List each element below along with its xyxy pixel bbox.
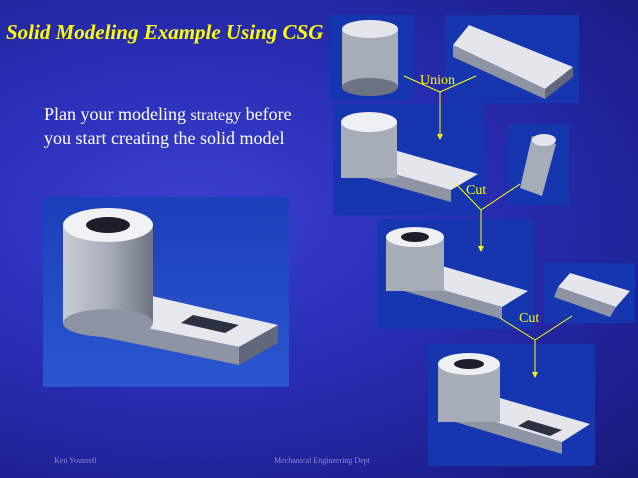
slide-title: Solid Modeling Example Using CSG <box>6 20 324 44</box>
footer-department: Mechanical Engineering Dept <box>274 456 370 465</box>
box-image <box>445 15 579 103</box>
slot-block-image <box>544 263 635 323</box>
footer-author: Ken Youssefi <box>54 456 97 465</box>
cut-cylinder-image <box>508 124 569 205</box>
cut-label-2: Cut <box>519 311 540 326</box>
cylinder-image <box>330 15 414 101</box>
final-part-large-image <box>43 197 289 387</box>
body-rest: before you start creating the solid mode… <box>44 104 292 148</box>
slide-body-text: Plan your modeling strategy before you s… <box>44 103 304 150</box>
union-result-image <box>333 104 484 215</box>
body-small: strategy <box>190 107 242 124</box>
final-part-small-image <box>428 344 595 466</box>
cut-label-1: Cut <box>466 183 487 198</box>
body-main: Plan your modeling <box>44 104 186 124</box>
union-label: Union <box>420 73 455 88</box>
cut1-result-image <box>378 219 533 329</box>
